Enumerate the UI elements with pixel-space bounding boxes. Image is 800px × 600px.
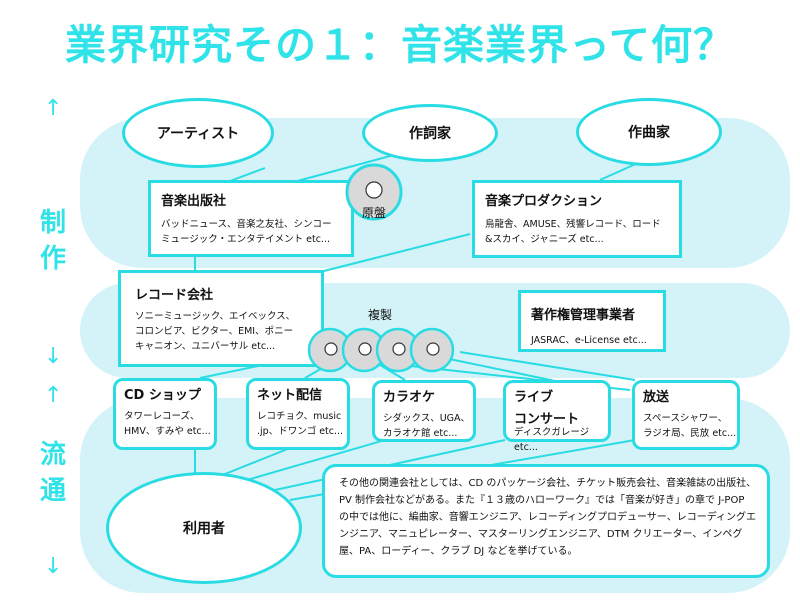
- live-concert-text: ディスクガレージ etc...: [514, 427, 590, 453]
- karaoke-text: シダックス、UGA、 カラオケ館 etc...: [383, 413, 471, 439]
- lyricist-label: 作詞家: [409, 126, 451, 142]
- artist-label: アーティスト: [156, 126, 240, 142]
- net-distribution-text: レコチョク、music .jp、ドワンゴ etc...: [257, 411, 344, 437]
- distribution-down-arrow: ↓: [44, 554, 63, 579]
- broadcast-box: 放送 スペースシャワー、 ラジオ局、民放 etc...: [632, 380, 740, 450]
- record-company-box: レコード会社 ソニーミュージック、エイベックス、 コロンビア、ビクター、EMI、…: [118, 270, 324, 367]
- link-lyricist-publisher: [289, 151, 406, 184]
- page-title: 業界研究その１：音楽業界って何？: [65, 21, 735, 69]
- copyright-management-box: 著作権管理事業者 JASRAC、e-License etc...: [518, 290, 666, 352]
- live-concert-box: ライブ コンサート ディスクガレージ etc...: [503, 380, 611, 453]
- music-production-text: 烏龍舎、AMUSE、残響レコード、ロード &スカイ、ジャニーズ etc...: [485, 219, 661, 245]
- live-concert-title: ライブ コンサート: [514, 390, 580, 427]
- lyricist-oval: 作詞家: [362, 104, 498, 162]
- related-companies-text: その他の関連会社としては、CD のパッケージ会社、チケット販売会社、音楽雑誌の出…: [339, 478, 757, 557]
- cd-shop-text: タワーレコーズ、 HMV、すみや etc...: [124, 411, 211, 437]
- cd-shop-title: CD ショップ: [124, 388, 201, 403]
- music-publisher-box: 音楽出版社 バッドニュース、音楽之友社、シンコー ミュージック・エンタテイメント…: [148, 180, 354, 257]
- user-oval: 利用者: [106, 472, 302, 584]
- karaoke-box: カラオケ シダックス、UGA、 カラオケ館 etc...: [372, 380, 476, 442]
- broadcast-title: 放送: [643, 390, 670, 405]
- music-publisher-title: 音楽出版社: [161, 194, 227, 209]
- production-label-2: 作: [40, 244, 67, 274]
- net-distribution-title: ネット配信: [257, 388, 323, 403]
- karaoke-title: カラオケ: [383, 390, 436, 405]
- master-disc-icon: [345, 163, 403, 221]
- link-discs-broadcast: [459, 351, 636, 381]
- production-down-arrow: ↓: [44, 344, 63, 369]
- copy-label: 複製: [368, 308, 393, 322]
- composer-oval: 作曲家: [576, 98, 722, 166]
- production-up-arrow: ↑: [44, 96, 63, 121]
- composer-label: 作曲家: [628, 125, 670, 141]
- net-distribution-box: ネット配信 レコチョク、music .jp、ドワンゴ etc...: [246, 378, 350, 450]
- master-label: 原盤: [362, 206, 387, 220]
- copyright-management-text: JASRAC、e-License etc...: [531, 335, 647, 346]
- distribution-up-arrow: ↑: [44, 383, 63, 408]
- music-production-box: 音楽プロダクション 烏龍舎、AMUSE、残響レコード、ロード &スカイ、ジャニー…: [472, 180, 682, 258]
- link-discs-karaoke: [379, 364, 406, 381]
- broadcast-text: スペースシャワー、 ラジオ局、民放 etc...: [643, 413, 737, 439]
- link-production-record: [319, 233, 471, 273]
- record-company-title: レコード会社: [135, 288, 214, 303]
- link-karaoke-user: [239, 439, 386, 483]
- copy-discs-icon: [307, 327, 455, 373]
- music-publisher-text: バッドニュース、音楽之友社、シンコー ミュージック・エンタテイメント etc..…: [161, 219, 332, 245]
- distribution-label-2: 通: [40, 476, 67, 506]
- copyright-management-title: 著作権管理事業者: [531, 308, 636, 323]
- production-label-1: 制: [40, 208, 67, 238]
- related-companies-note: その他の関連会社としては、CD のパッケージ会社、チケット販売会社、音楽雑誌の出…: [322, 464, 770, 578]
- cd-shop-box: CD ショップ タワーレコーズ、 HMV、すみや etc...: [113, 378, 217, 450]
- user-label: 利用者: [183, 521, 225, 537]
- music-production-title: 音楽プロダクション: [485, 194, 603, 209]
- artist-oval: アーティスト: [122, 98, 274, 168]
- record-company-text: ソニーミュージック、エイベックス、 コロンビア、ビクター、EMI、ポニー キャニ…: [135, 311, 296, 352]
- distribution-label-1: 流: [40, 440, 67, 470]
